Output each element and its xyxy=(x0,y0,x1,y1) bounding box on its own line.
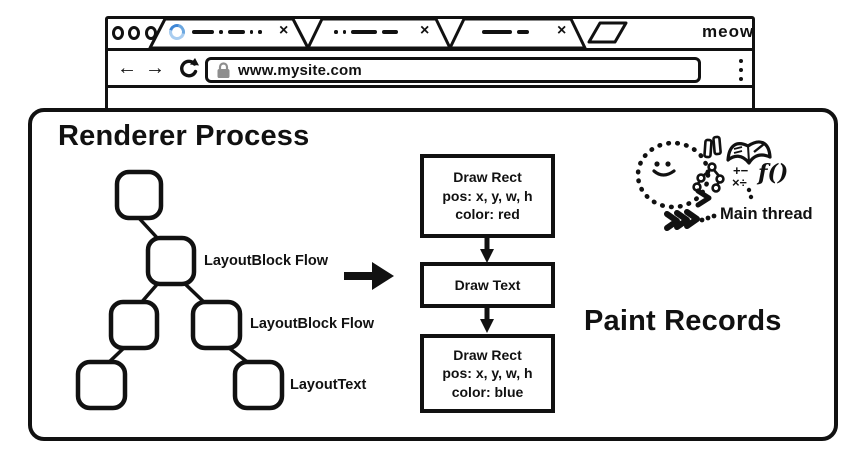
browser-menu-icon[interactable] xyxy=(739,68,743,72)
paint-record-box: Draw Text xyxy=(420,262,555,308)
paint-records-heading: Paint Records xyxy=(584,305,782,337)
record-line: Draw Text xyxy=(454,276,521,293)
tab-1[interactable] xyxy=(148,17,310,50)
tab-title-placeholder xyxy=(482,30,529,34)
record-line: pos: x, y, w, h xyxy=(442,365,533,382)
main-thread-doodle: +− ×÷ f() xyxy=(635,135,788,231)
chevron-icon xyxy=(664,211,680,231)
face-eye-icon xyxy=(665,161,671,167)
face-eye-icon xyxy=(654,161,660,167)
forward-button[interactable]: → xyxy=(145,57,165,79)
tab-3[interactable] xyxy=(448,17,587,50)
layout-node xyxy=(232,359,285,411)
main-thread-label: Main thread xyxy=(720,205,813,223)
face-smile-icon xyxy=(652,169,676,177)
layout-node xyxy=(114,169,164,221)
layout-node xyxy=(108,299,160,351)
chevron-icon xyxy=(684,209,700,229)
tab-title-placeholder xyxy=(334,30,398,34)
record-line: Draw Rect xyxy=(453,169,522,186)
tab-close-icon[interactable]: × xyxy=(420,22,430,39)
chevron-icon xyxy=(695,188,712,208)
tab-title-placeholder xyxy=(192,30,262,34)
browser-menu-icon[interactable] xyxy=(739,77,743,81)
lock-icon xyxy=(217,61,230,78)
paint-record-box: Draw Rect pos: x, y, w, h color: blue xyxy=(420,334,555,413)
browser-menu-icon[interactable] xyxy=(739,59,743,63)
new-tab-button[interactable] xyxy=(587,21,628,44)
url-text: www.mysite.com xyxy=(238,61,362,79)
record-line: pos: x, y, w, h xyxy=(442,187,533,204)
paint-record-box: Draw Rect pos: x, y, w, h color: red xyxy=(420,154,555,238)
back-button[interactable]: ← xyxy=(117,57,137,79)
math-symbols: +− xyxy=(733,163,749,178)
window-control-icon[interactable] xyxy=(112,26,124,40)
navbar-divider xyxy=(108,85,752,88)
window-control-icon[interactable] xyxy=(128,26,140,40)
layout-tree xyxy=(75,169,285,411)
panel-title: Renderer Process xyxy=(58,120,310,152)
brand-label: meow xyxy=(702,22,755,41)
window-control-icon[interactable] xyxy=(145,26,157,40)
transform-arrow-icon xyxy=(344,262,394,290)
record-line: Draw Rect xyxy=(453,346,522,363)
function-symbol: f() xyxy=(756,160,788,186)
layout-node-label: LayoutText xyxy=(290,377,367,393)
math-symbols: ×÷ xyxy=(732,175,747,190)
layout-node-label: LayoutBlock Flow xyxy=(250,316,375,332)
tab-2[interactable] xyxy=(306,17,452,50)
layout-node xyxy=(190,299,243,351)
layout-node xyxy=(75,359,128,411)
reload-button[interactable] xyxy=(178,57,200,80)
book-icon xyxy=(726,140,772,165)
record-line: color: red xyxy=(455,206,520,223)
layout-node-label: LayoutBlock Flow xyxy=(204,253,329,269)
flow-arrow-icon xyxy=(480,238,494,263)
tab-strip xyxy=(148,17,628,50)
record-line: color: blue xyxy=(451,383,524,400)
pencil-icon xyxy=(703,135,722,159)
tab-close-icon[interactable]: × xyxy=(279,22,289,39)
address-bar[interactable]: www.mysite.com xyxy=(205,57,701,83)
flow-arrow-icon xyxy=(480,308,494,333)
thread-loop-icon xyxy=(635,140,711,210)
layout-node xyxy=(145,235,197,287)
chevron-icon xyxy=(674,210,690,230)
tab-close-icon[interactable]: × xyxy=(557,22,567,39)
